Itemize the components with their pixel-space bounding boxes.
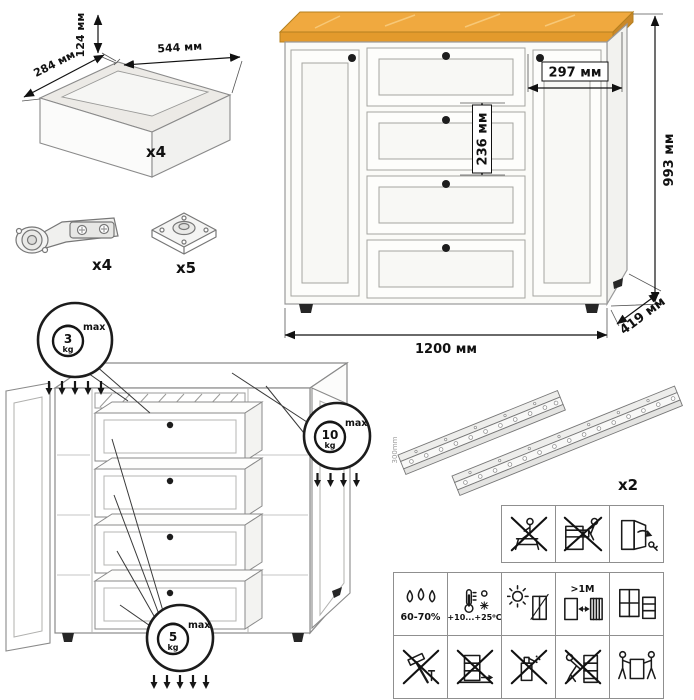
- icon-cell-no-sit: [501, 505, 556, 563]
- slide-rail-1: [397, 389, 566, 476]
- open-cabinet: [5, 361, 351, 652]
- leader-lines: [84, 364, 313, 631]
- open-drawer-2: [93, 457, 264, 518]
- icon-cell-window: [609, 572, 664, 636]
- icon-cell-two-person-carry: [609, 635, 664, 699]
- load-arrows: [150, 675, 210, 689]
- drawer-box-depth-label: 284 мм: [32, 48, 78, 80]
- kettlebell-icon: 10 kg: [313, 420, 347, 454]
- drawer-knob-2: [442, 116, 450, 124]
- icon-cell-heat-distance: >1M: [555, 572, 610, 636]
- icon-cell-no-climb: [555, 505, 610, 563]
- drawer-box-dimension-lines: [21, 14, 243, 102]
- right-door: [532, 49, 602, 297]
- distance-value: >1M: [570, 583, 595, 595]
- icon-cell-no-hammer: [393, 635, 448, 699]
- icon-cell-sunlight: [501, 572, 556, 636]
- drawer-pitch-label: 236 мм: [472, 104, 492, 174]
- drawer-front-1: [366, 47, 526, 107]
- load-arrows: [314, 473, 360, 487]
- hinge-qty: x4: [92, 256, 112, 274]
- dimension-lines: [284, 13, 664, 340]
- svg-text:297 мм: 297 мм: [549, 66, 602, 81]
- avoid-sunlight-icon: [506, 585, 549, 621]
- hinge-drawing: [15, 217, 119, 254]
- kettlebell-icon: 3 kg: [51, 324, 85, 358]
- drawer-box-width-label: 544 мм: [157, 39, 203, 55]
- svg-text:max: max: [345, 418, 367, 429]
- open-left-door: [5, 382, 51, 652]
- open-drawer-3: [93, 513, 264, 574]
- left-door-knob: [348, 54, 356, 62]
- drawer-knob-4: [442, 244, 450, 252]
- load-arrows: [45, 381, 105, 395]
- svg-text:max: max: [83, 322, 105, 333]
- slides-qty: x2: [618, 476, 638, 494]
- no-drag-icon: [456, 649, 493, 685]
- load-badge-10kg: 10 kg max: [302, 401, 372, 487]
- slide-rail-2: [451, 385, 683, 497]
- icon-cell-door-adjust: [609, 505, 664, 563]
- hinge-diagram: x4: [15, 217, 119, 274]
- icon-cell-no-lean: [555, 635, 610, 699]
- svg-text:10: 10: [322, 428, 339, 442]
- drawer-front-2: [366, 111, 526, 171]
- depth-label: 419 мм: [617, 294, 668, 338]
- humidity-icon: [406, 587, 435, 603]
- svg-text:3: 3: [64, 332, 72, 346]
- open-cabinet-feet: [62, 587, 342, 642]
- width-label: 1200 мм: [415, 342, 477, 357]
- foot-diagram: x5: [151, 212, 217, 277]
- no-solvent-icon: [510, 649, 547, 685]
- icon-cell-no-solvent: [501, 635, 556, 699]
- no-hammer-icon: [402, 649, 439, 685]
- open-drawer-1: [93, 401, 264, 462]
- drawer-knob-1: [442, 52, 450, 60]
- drawer-front-3: [366, 175, 526, 235]
- svg-text:max: max: [188, 620, 210, 631]
- svg-text:kg: kg: [167, 643, 178, 652]
- temperature-icon: [463, 588, 489, 613]
- humidity-value: 60-70%: [400, 611, 441, 623]
- load-badge-3kg: 3 kg max: [36, 301, 114, 395]
- heat-distance-icon: [563, 597, 603, 621]
- product-drawing: 297 мм 236 мм 993 мм 1200 мм 419 мм: [278, 10, 677, 357]
- svg-text:5: 5: [169, 630, 177, 644]
- drawer-box-qty: x4: [146, 143, 166, 161]
- door-width-label: 297 мм: [541, 61, 609, 82]
- feet: [299, 278, 623, 313]
- temperature-value: +10...+25⁰C: [447, 612, 502, 622]
- no-lean-icon: [564, 649, 601, 685]
- left-door: [290, 49, 360, 297]
- no-sit-icon: [510, 516, 547, 552]
- svg-text:236 мм: 236 мм: [476, 113, 491, 166]
- no-climb-icon: [563, 516, 602, 552]
- svg-text:kg: kg: [324, 441, 335, 450]
- icon-cell-temperature: +10...+25⁰C: [447, 572, 502, 636]
- icon-cell-no-drag: [447, 635, 502, 699]
- foot-qty: x5: [176, 259, 196, 277]
- two-person-carry-icon: [617, 650, 656, 680]
- kettlebell-icon: 5 kg: [156, 622, 190, 656]
- foot-drawing: [151, 212, 217, 255]
- drawer-box-diagram: 124 мм 544 мм 284 мм x4: [21, 13, 243, 178]
- slide-length-label: 300mm: [391, 436, 399, 463]
- load-limit-diagram: 3 kg max 10 kg max: [5, 301, 372, 689]
- load-badge-5kg: 5 kg max: [145, 603, 215, 689]
- icon-cell-humidity: 60-70%: [393, 572, 448, 636]
- slides-diagram: 300mm x2: [391, 385, 683, 497]
- drawer-fronts: [366, 47, 526, 299]
- wood-top: [278, 10, 635, 44]
- drawer-front-4: [366, 239, 526, 299]
- door-adjustment-icon: [620, 519, 658, 552]
- right-door-knob: [536, 54, 544, 62]
- drawer-box-drawing: [38, 61, 232, 178]
- drawer-box-height-label: 124 мм: [74, 13, 87, 58]
- height-label: 993 мм: [662, 134, 677, 187]
- svg-text:kg: kg: [62, 345, 73, 354]
- cabinet-right-side: [606, 22, 628, 307]
- keep-from-window-icon: [618, 588, 656, 620]
- drawer-knob-3: [442, 180, 450, 188]
